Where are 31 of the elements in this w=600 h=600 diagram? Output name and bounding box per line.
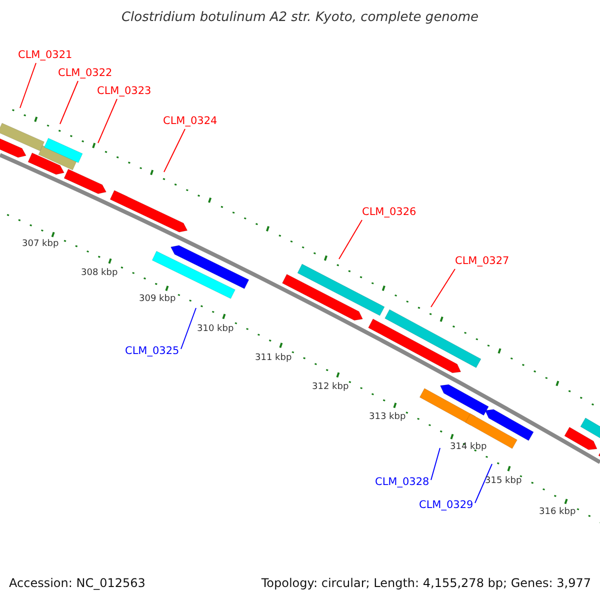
position-label: 309 kbp [139,293,176,306]
gene-label: CLM_0327 [455,255,510,268]
position-label: 311 kbp [255,352,292,365]
position-label: 316 kbp [539,506,576,519]
leader-line [180,308,196,350]
leader-line [338,220,362,260]
leader-line [60,80,78,124]
position-label: 307 kbp [22,238,59,251]
gene-label: CLM_0328 [375,476,430,489]
leader-line [430,448,440,480]
position-label: 313 kbp [369,411,406,424]
position-label: 315 kbp [485,475,522,488]
position-label: 308 kbp [81,267,118,280]
position-label: 314 kbp [450,441,487,454]
leader-line [98,98,118,144]
leader-line [430,268,456,308]
leader-line [20,62,36,108]
gene-label: CLM_0322 [58,67,112,80]
gene-label: CLM_0324 [163,115,218,128]
gene-label: CLM_0323 [97,85,152,98]
gene-label: CLM_0321 [18,49,72,62]
gene-label: CLM_0325 [125,345,180,358]
position-label: 312 kbp [312,381,349,394]
leader-line [164,128,186,172]
position-label: 310 kbp [197,323,234,336]
gene-label: CLM_0329 [419,499,474,512]
title: Clostridium botulinum A2 str. Kyoto, complete genome [120,9,480,27]
gene-label: CLM_0326 [362,206,416,219]
genome-info-text: Topology: circular; Length: 4,155,278 bp; Genes: 3,977 [261,575,591,592]
leader-line [474,464,492,504]
accession-text: Accession: NC_012563 [9,575,146,592]
